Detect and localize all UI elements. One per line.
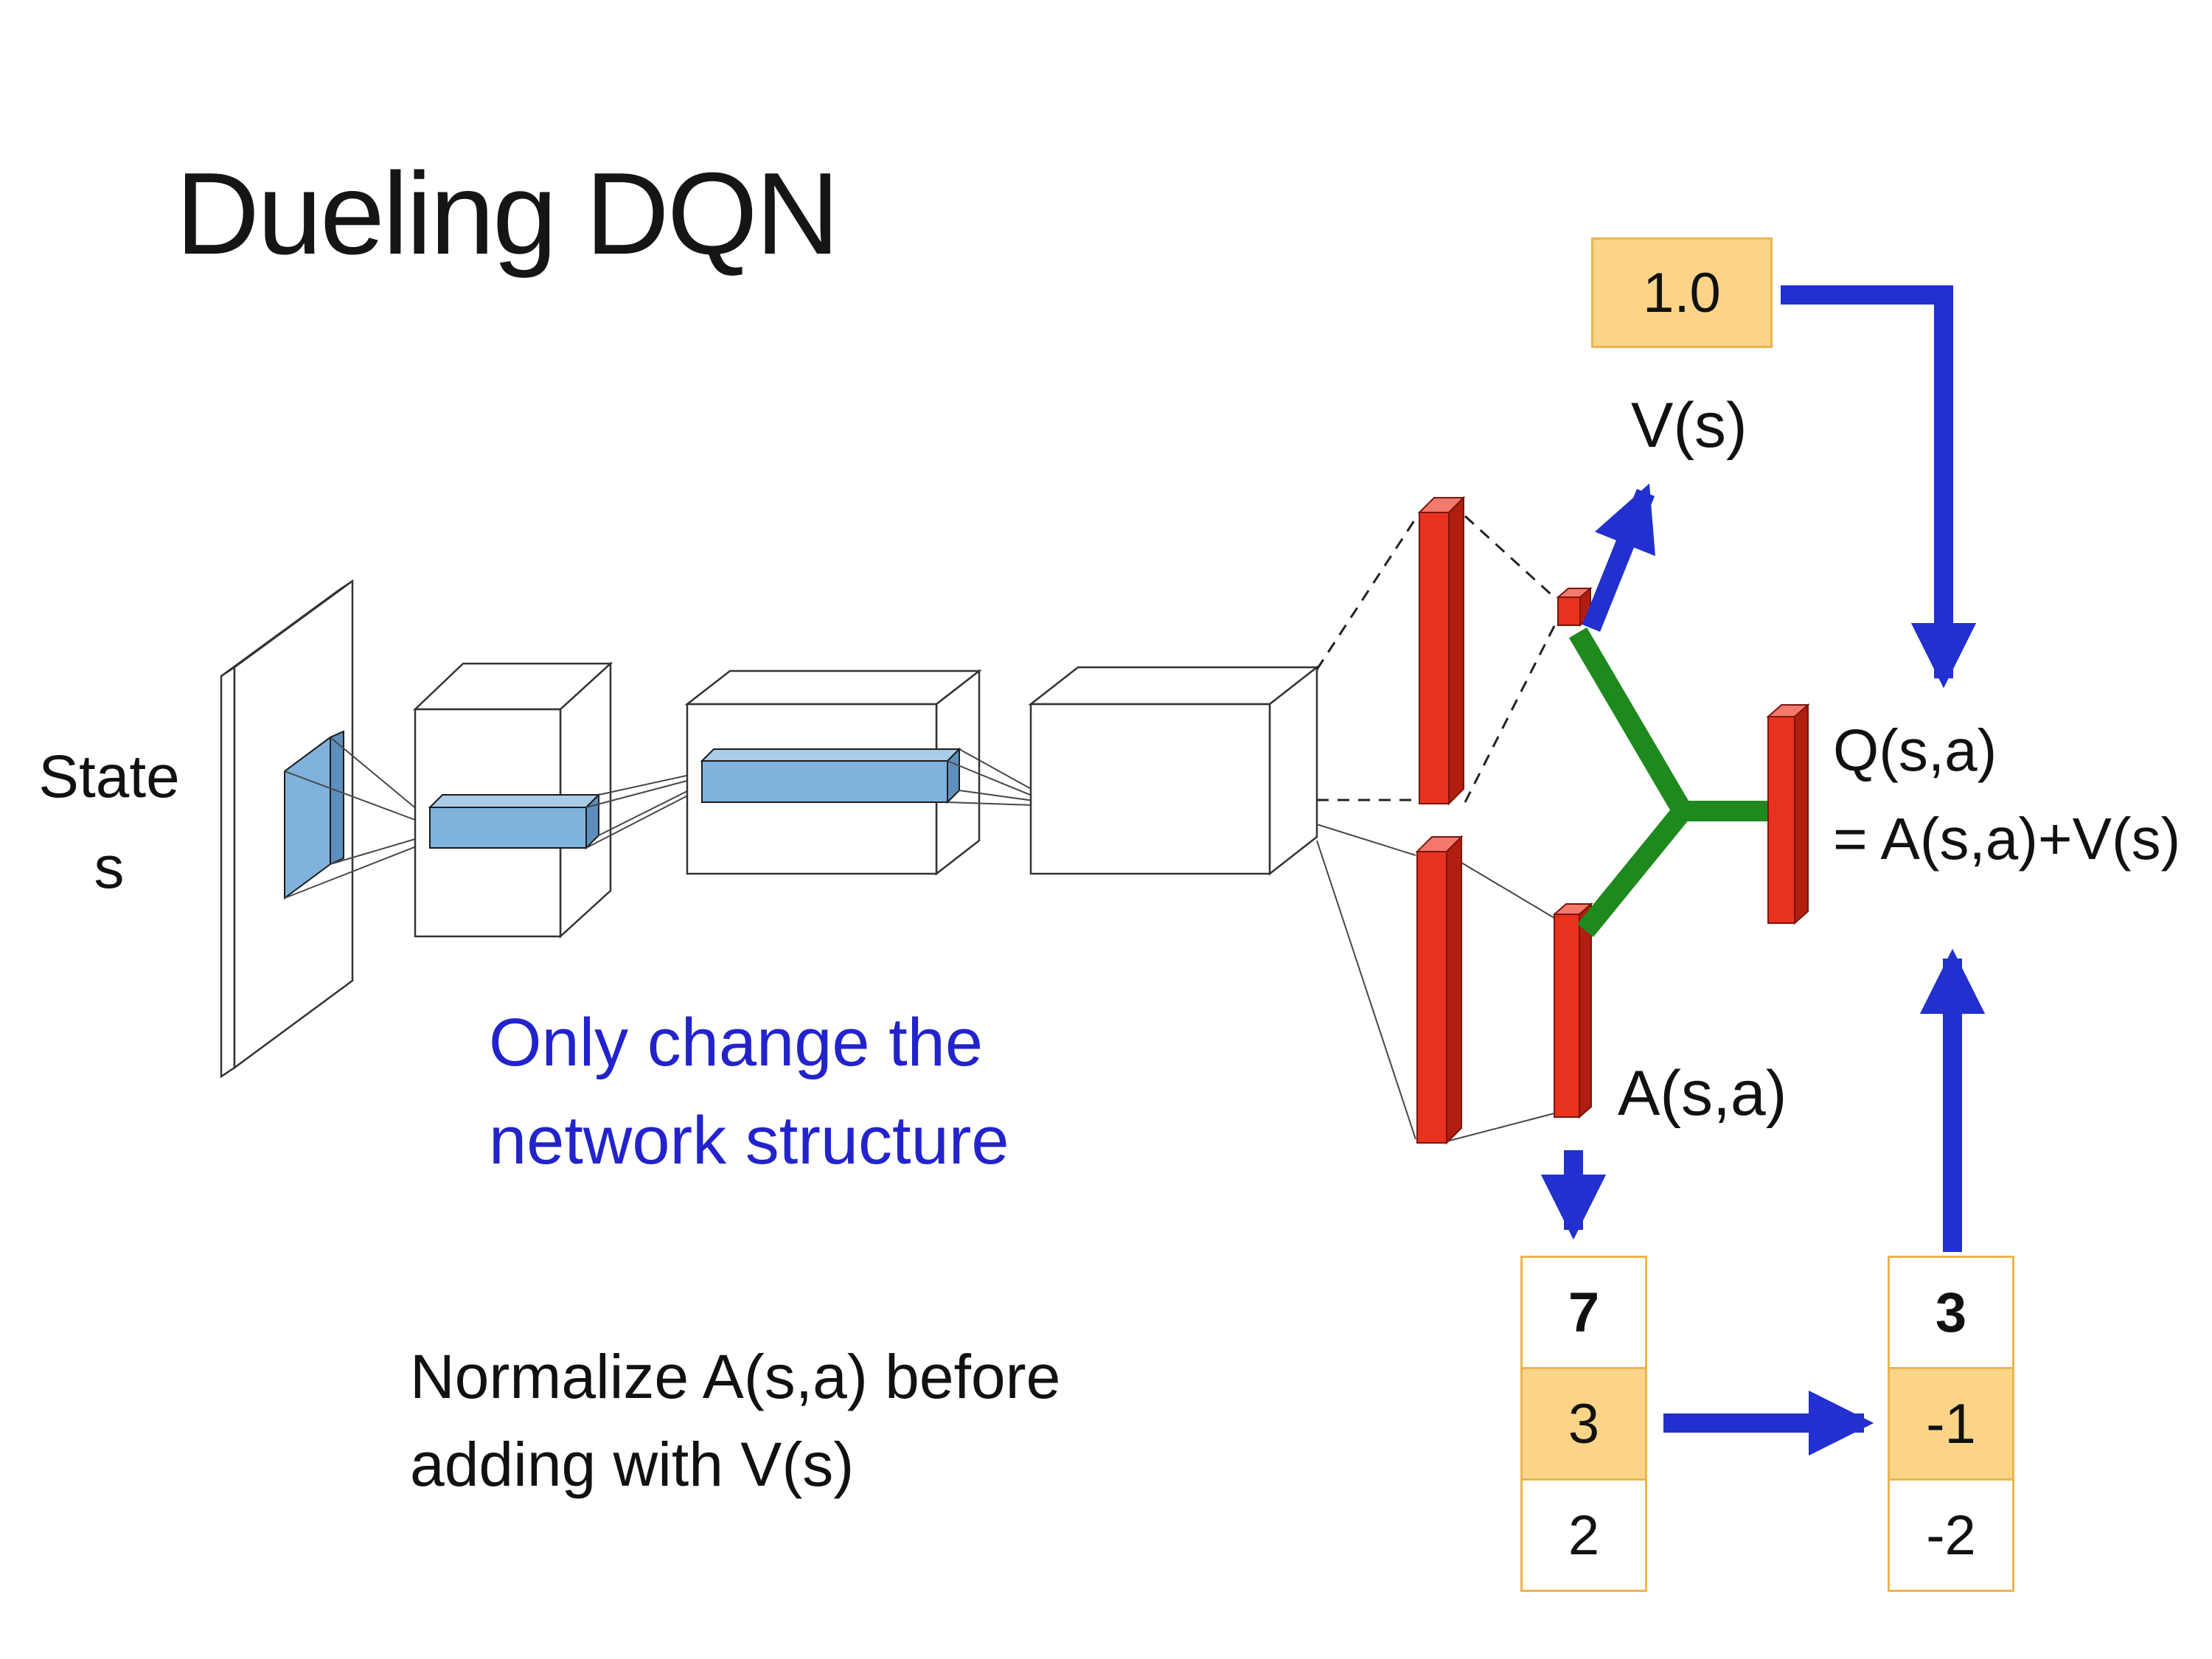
arrow-value-to-vs	[1582, 483, 1655, 632]
a-label: A(s,a)	[1618, 1058, 1787, 1129]
value-box: 1.0	[1591, 237, 1773, 348]
conv-layer-2	[684, 669, 982, 876]
advantage-cell-1: 3	[1523, 1367, 1645, 1478]
page-title: Dueling DQN	[175, 149, 840, 279]
note-network-structure-line1: Only change the	[489, 1005, 984, 1080]
value-stream-dashed-lines	[1315, 515, 1557, 803]
state-label-line1: State	[38, 743, 180, 810]
advantage-stream-lines	[1316, 824, 1555, 1142]
note-normalize-line1: Normalize A(s,a) before	[410, 1342, 1061, 1411]
arrow-vbox-to-q	[1781, 285, 1977, 689]
note-network-structure-line2: network structure	[489, 1103, 1009, 1179]
state-label: State s	[13, 731, 205, 913]
q-output-bar	[1766, 703, 1810, 925]
q-label-line1: Q(s,a)	[1833, 717, 1997, 783]
value-box-text: 1.0	[1643, 261, 1721, 324]
advantage-cell-2: 2	[1523, 1478, 1645, 1590]
aggregation-links	[1568, 627, 1770, 937]
frustum-lines-3	[947, 748, 1034, 806]
value-stream-fc-bar	[1417, 495, 1466, 806]
fc-layer-cube	[1028, 665, 1320, 876]
advantage-stream-fc-bar	[1415, 835, 1464, 1145]
q-label-line2: = A(s,a)+V(s)	[1833, 806, 2181, 872]
v-label: V(s)	[1631, 390, 1747, 461]
note-network-structure: Only change the network structure	[489, 994, 1009, 1191]
conv-filter-1	[284, 730, 344, 900]
advantage-cell-0: 7	[1523, 1258, 1645, 1367]
note-normalize-line2: adding with V(s)	[410, 1430, 855, 1500]
normalized-values-table: 3 -1 -2	[1888, 1256, 2014, 1592]
state-label-line2: s	[94, 834, 125, 901]
advantage-bar	[1552, 902, 1593, 1119]
normalized-cell-0: 3	[1890, 1258, 2012, 1367]
q-label: Q(s,a) = A(s,a)+V(s)	[1833, 706, 2180, 883]
advantage-values-table: 7 3 2	[1520, 1256, 1647, 1592]
conv-layer-1	[412, 661, 613, 939]
normalized-cell-1: -1	[1890, 1367, 2012, 1478]
note-normalize: Normalize A(s,a) before adding with V(s)	[410, 1333, 1060, 1509]
normalized-cell-2: -2	[1890, 1478, 2012, 1590]
